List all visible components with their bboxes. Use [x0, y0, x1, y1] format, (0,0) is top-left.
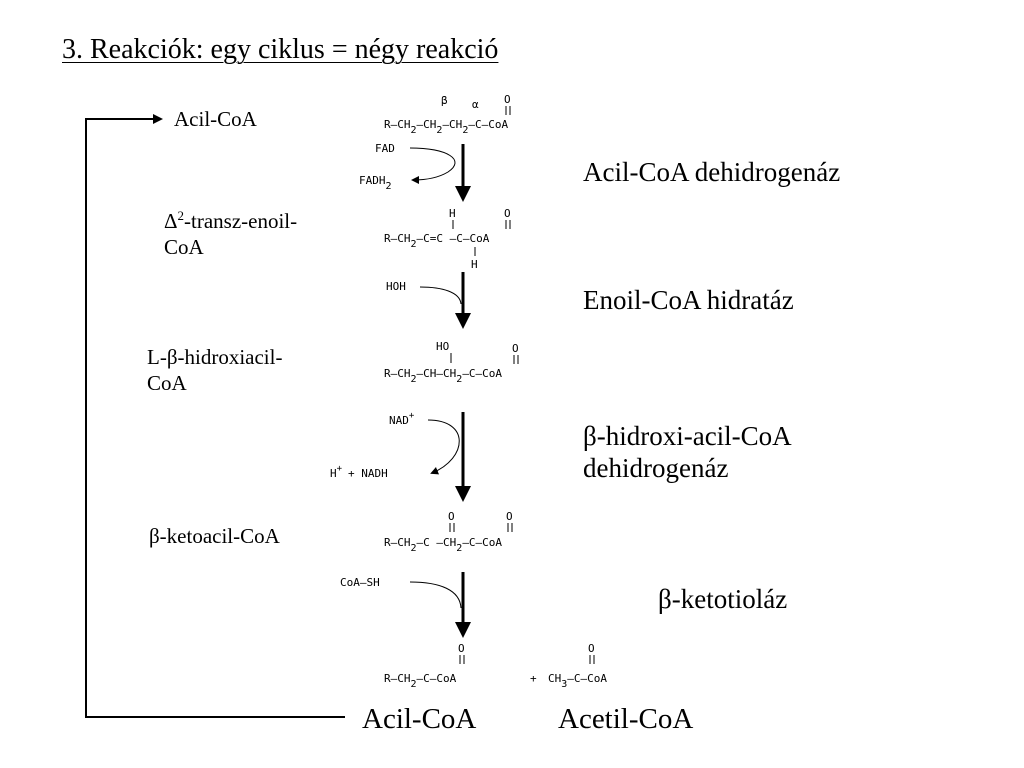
label-enoyl-coa: Δ2-transz-enoil-CoA	[164, 203, 297, 260]
carbonyl-oxygen-2: O	[506, 510, 513, 523]
structure-enoyl-coa: H O R–CH2–C=C –C–CoA H	[384, 207, 511, 271]
carbonyl-oxygen: O	[504, 93, 511, 106]
hoh-side-arrow	[419, 286, 462, 305]
structure-acyl-coa: β α O R–CH2–CH2–CH2–C–CoA	[384, 93, 511, 136]
enoyl-text: -transz-enoil-	[184, 209, 298, 233]
enzyme-acyl-coa-dehydrogenase: Acil-CoA dehidrogenáz	[583, 157, 841, 187]
page-title: 3. Reakciók: egy ciklus = négy reakció	[62, 34, 499, 65]
hydroxy-text-line1: L-β-hidroxiacil-	[147, 345, 283, 369]
coash-side-arrow	[409, 581, 462, 609]
cofactor-h-nadh: H++ NADH	[330, 464, 388, 480]
enoyl-text-line2: CoA	[164, 235, 204, 259]
cofactor-fadh2: FADH2	[359, 174, 392, 192]
delta-symbol: Δ	[164, 209, 178, 233]
structure-hydroxyacyl-coa: HO O R–CH2–CH–CH2–C–CoA	[384, 340, 519, 385]
enzyme-e3-line2: dehidrogenáz	[583, 453, 729, 483]
enzyme-ketothiolase: β-ketotioláz	[658, 584, 788, 614]
fad-side-arrow	[409, 147, 456, 184]
carbonyl-oxygen: O	[504, 207, 511, 220]
carbonyl-oxygen-2: O	[588, 642, 595, 655]
label-acyl-coa: Acil-CoA	[174, 107, 257, 131]
carbonyl-oxygen-1: O	[448, 510, 455, 523]
enzyme-e3-line1: β-hidroxi-acil-CoA	[583, 421, 792, 451]
beta-marker: β	[441, 94, 448, 107]
structure-products: O O R–CH2–C–CoA + CH3–C–CoA	[384, 642, 607, 690]
carbonyl-oxygen-1: O	[458, 642, 465, 655]
acyl-coa-formula: R–CH2–C–CoA	[384, 672, 457, 690]
structure-formula: R–CH2–CH2–CH2–C–CoA	[384, 118, 508, 136]
hydroxy-text-line2: CoA	[147, 371, 187, 395]
structure-formula: R–CH2–CH–CH2–C–CoA	[384, 367, 502, 385]
hydrogen-bottom: H	[471, 258, 478, 271]
cofactor-coa-sh: CoA–SH	[340, 576, 380, 589]
structure-ketoacyl-coa: O O R–CH2–C –CH2–C–CoA	[384, 510, 513, 554]
plus-sign: +	[530, 672, 537, 685]
label-ketoacyl-coa: β-ketoacil-CoA	[149, 524, 280, 548]
carbonyl-oxygen: O	[512, 342, 519, 355]
label-hydroxyacyl-coa: L-β-hidroxiacil-CoA	[147, 344, 282, 396]
cofactor-fad: FAD	[375, 142, 395, 155]
label-acetyl-coa: Acetil-CoA	[558, 703, 694, 735]
nad-side-arrow	[427, 419, 460, 475]
step-arrow-2	[455, 272, 471, 329]
hydroxyl-group: HO	[436, 340, 449, 353]
step-arrow-4	[455, 572, 471, 638]
hydrogen-top: H	[449, 207, 456, 220]
cofactor-hoh: HOH	[386, 280, 406, 293]
alpha-marker: α	[472, 98, 479, 111]
enoyl-superscript: 2	[177, 208, 185, 223]
step-arrow-3	[455, 412, 471, 502]
step-arrow-1	[455, 144, 471, 202]
cofactor-nad: NAD+	[389, 411, 415, 427]
enzyme-enoyl-coa-hydratase: Enoil-CoA hidratáz	[583, 285, 794, 315]
cycle-return-arrow	[85, 114, 345, 718]
structure-formula: R–CH2–C –CH2–C–CoA	[384, 536, 502, 554]
label-acyl-coa-product: Acil-CoA	[362, 703, 477, 735]
acetyl-coa-formula: CH3–C–CoA	[548, 672, 607, 690]
structure-formula: R–CH2–C=C –C–CoA	[384, 232, 490, 250]
